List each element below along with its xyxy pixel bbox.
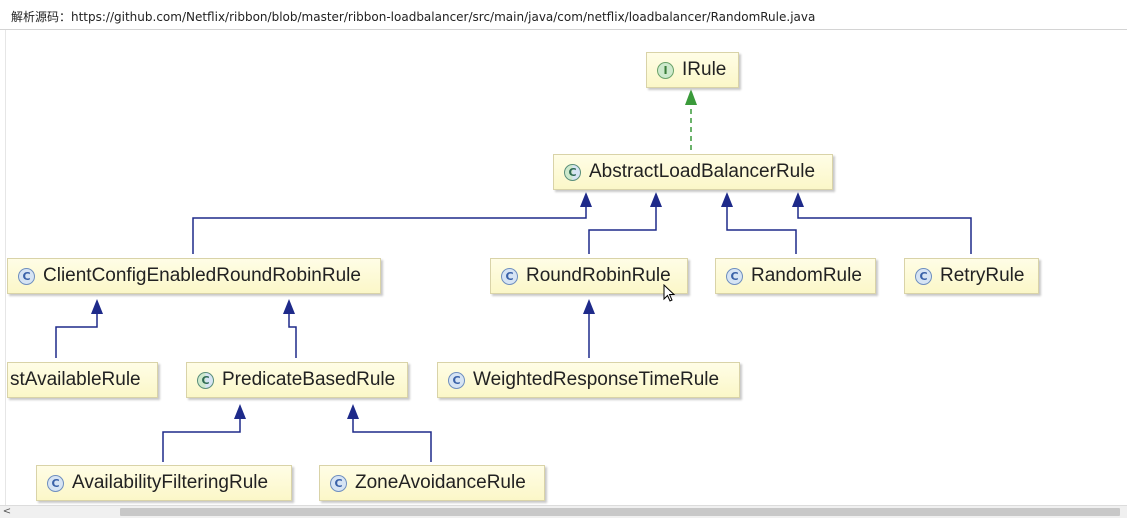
inheritance-links	[55, 89, 972, 462]
node-label: RoundRobinRule	[526, 265, 671, 286]
node-retry-rule[interactable]: C RetryRule	[904, 258, 1039, 294]
extends-line-predicate-clientconfig	[288, 312, 297, 358]
node-weighted-response-time-rule[interactable]: C WeightedResponseTimeRule	[437, 362, 740, 398]
node-label: RetryRule	[940, 265, 1025, 286]
scrollbar-thumb[interactable]	[120, 508, 1120, 516]
extends-arrowhead-random	[721, 192, 733, 207]
extends-line-bestavailable-clientconfig	[55, 312, 98, 358]
node-label: ZoneAvoidanceRule	[355, 472, 526, 493]
uml-diagram-canvas[interactable]: I IRule C AbstractLoadBalancerRule C Cli…	[0, 30, 1127, 505]
extends-line-retry-abstract	[797, 205, 972, 254]
node-predicate-based-rule[interactable]: C PredicateBasedRule	[186, 362, 408, 398]
abstract-class-icon: C	[564, 163, 581, 181]
mouse-pointer-icon	[663, 284, 676, 302]
extends-line-clientconfig-abstract	[192, 205, 587, 254]
implements-arrowhead-irule	[685, 89, 697, 105]
node-irule[interactable]: I IRule	[646, 52, 739, 88]
horizontal-scrollbar[interactable]: <	[0, 505, 1127, 518]
node-abstract-load-balancer-rule[interactable]: C AbstractLoadBalancerRule	[553, 154, 833, 190]
source-url-bar: 解析源码：https://github.com/Netflix/ribbon/b…	[0, 0, 1127, 30]
node-label: PredicateBasedRule	[222, 369, 396, 390]
node-label: ClientConfigEnabledRoundRobinRule	[43, 265, 361, 286]
interface-icon: I	[657, 61, 674, 79]
canvas-left-border	[0, 30, 6, 505]
extends-arrowhead-bestavailable	[91, 299, 103, 314]
extends-arrowhead-retry	[792, 192, 804, 207]
extends-line-roundrobin-abstract	[588, 205, 657, 254]
node-availability-filtering-rule[interactable]: C AvailabilityFilteringRule	[36, 465, 292, 501]
extends-arrowhead-predicate	[283, 299, 295, 314]
node-best-available-rule[interactable]: stAvailableRule	[7, 362, 158, 398]
extends-line-availability-predicate	[162, 417, 241, 462]
node-label: AvailabilityFilteringRule	[72, 472, 269, 493]
scroll-left-arrow-icon[interactable]: <	[2, 506, 12, 517]
extends-line-zoneavoidance-predicate	[352, 417, 432, 462]
node-random-rule[interactable]: C RandomRule	[715, 258, 876, 294]
extends-arrowhead-zoneavoidance	[347, 404, 359, 419]
node-label: RandomRule	[751, 265, 862, 286]
extends-arrowhead-roundrobin	[650, 192, 662, 207]
extends-arrowhead-clientconfig	[580, 192, 592, 207]
node-zone-avoidance-rule[interactable]: C ZoneAvoidanceRule	[319, 465, 545, 501]
class-icon: C	[330, 474, 347, 492]
class-icon: C	[726, 267, 743, 285]
node-label: stAvailableRule	[10, 369, 141, 390]
extends-arrowhead-weighted	[583, 299, 595, 314]
node-label: IRule	[682, 59, 727, 80]
extends-arrowhead-availability	[234, 404, 246, 419]
class-icon: C	[47, 474, 64, 492]
node-round-robin-rule[interactable]: C RoundRobinRule	[490, 258, 688, 294]
extends-line-random-abstract	[726, 205, 797, 254]
class-icon: C	[448, 371, 465, 389]
node-label: AbstractLoadBalancerRule	[589, 161, 816, 182]
abstract-class-icon: C	[197, 371, 214, 389]
class-icon: C	[501, 267, 518, 285]
class-icon: C	[915, 267, 932, 285]
node-client-config-enabled-round-robin-rule[interactable]: C ClientConfigEnabledRoundRobinRule	[7, 258, 381, 294]
class-icon: C	[18, 267, 35, 285]
source-url-label: 解析源码：https://github.com/Netflix/ribbon/b…	[11, 10, 816, 24]
node-label: WeightedResponseTimeRule	[473, 369, 720, 390]
